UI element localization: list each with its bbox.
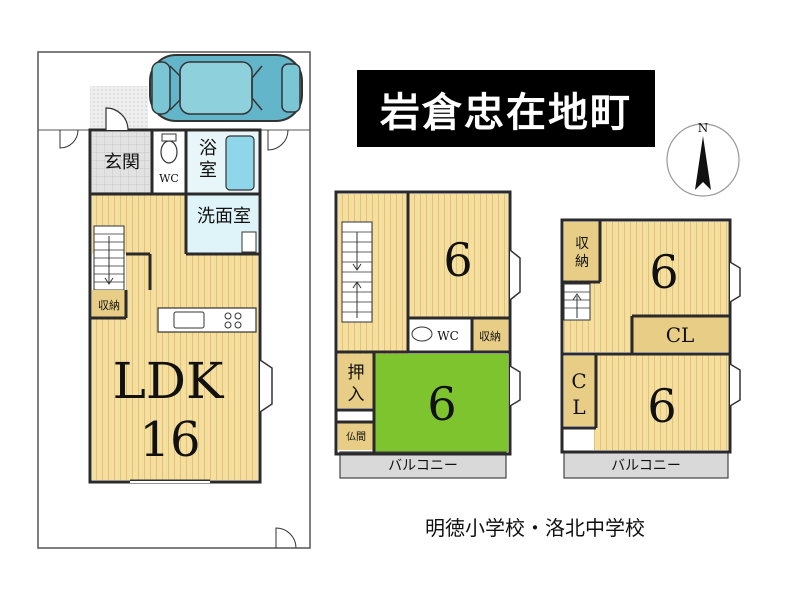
label-genkan: 玄関 bbox=[104, 152, 140, 173]
label-cl-horizontal: CL bbox=[666, 323, 695, 347]
entry-door bbox=[105, 107, 129, 131]
compass-icon bbox=[666, 123, 740, 197]
kitchen-counter bbox=[157, 307, 257, 333]
label-bath-a: 浴 bbox=[199, 138, 217, 159]
label-ldk: LDK bbox=[113, 352, 225, 410]
label-oshiire-b: 入 bbox=[348, 385, 365, 405]
closet-3f-vertical bbox=[564, 356, 594, 426]
label-storage-1f: 収納 bbox=[98, 299, 120, 312]
room-2f-top bbox=[408, 194, 508, 318]
label-room-2f-top: 6 bbox=[443, 233, 472, 287]
third-floor bbox=[560, 218, 741, 479]
room-2f-green bbox=[374, 354, 508, 452]
second-floor bbox=[334, 190, 521, 479]
stairs-1f bbox=[93, 225, 125, 291]
closet-3f-horizontal bbox=[632, 316, 728, 352]
label-wc-1f: WC bbox=[159, 172, 179, 185]
label-room-3f-bottom: 6 bbox=[647, 379, 676, 433]
label-bath-b: 室 bbox=[199, 160, 217, 181]
label-room-2f-green: 6 bbox=[427, 377, 456, 431]
label-butsuma: 仏間 bbox=[346, 431, 366, 443]
label-compass-n: N bbox=[698, 121, 709, 135]
label-storage-3f-a: 収 bbox=[575, 236, 589, 252]
label-cl-vert-a: C bbox=[571, 369, 586, 393]
bathtub-icon bbox=[225, 135, 255, 191]
label-wc-2f: WC bbox=[437, 329, 459, 343]
ldk-room bbox=[92, 318, 258, 480]
label-washroom: 洗面室 bbox=[197, 206, 251, 227]
butsuma-2f bbox=[338, 422, 374, 450]
first-floor bbox=[59, 107, 297, 549]
label-cl-vert-b: L bbox=[572, 395, 585, 419]
label-balcony-3f: バルコニー bbox=[611, 458, 681, 474]
storage-3f bbox=[564, 222, 600, 280]
stairs-2f bbox=[341, 221, 373, 323]
genkan-room bbox=[92, 132, 152, 194]
storage-2f bbox=[472, 318, 508, 352]
stairs-3f bbox=[563, 283, 591, 321]
car-icon bbox=[149, 54, 303, 122]
balcony-2f bbox=[339, 451, 507, 479]
label-room-3f-top: 6 bbox=[649, 245, 678, 299]
toilet-icon bbox=[160, 140, 178, 164]
storage-1f bbox=[92, 290, 126, 318]
room-3f-bottom bbox=[594, 354, 728, 450]
oshiire-2f bbox=[338, 354, 374, 408]
label-storage-3f-b: 納 bbox=[575, 254, 589, 270]
school-district-text: 明徳小学校・洛北中学校 bbox=[425, 516, 645, 540]
location-title-banner: 岩倉忠在地町 bbox=[357, 70, 655, 147]
label-oshiire-a: 押 bbox=[348, 363, 365, 383]
label-balcony-2f: バルコニー bbox=[388, 458, 458, 474]
label-storage-2f: 収納 bbox=[479, 330, 501, 343]
label-ldk-size: 16 bbox=[139, 412, 200, 468]
